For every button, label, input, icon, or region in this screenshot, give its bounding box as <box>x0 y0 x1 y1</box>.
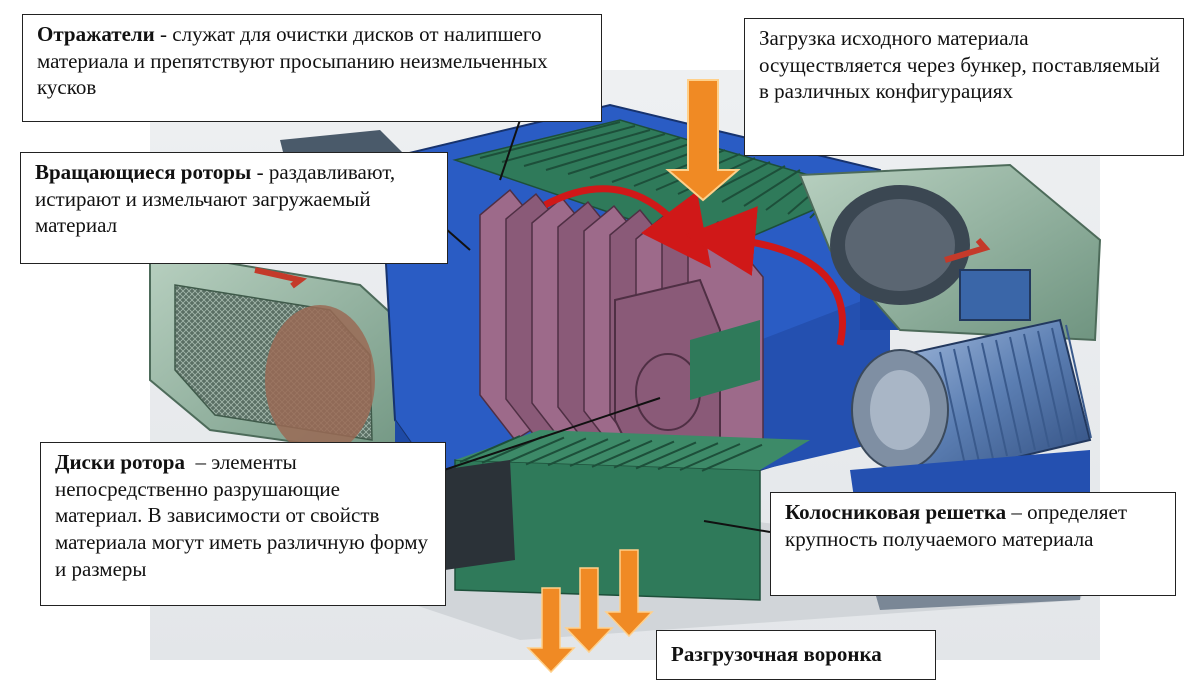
reflectors-text: - служат для очистки дисков от налипшего… <box>37 22 548 100</box>
reflectors-callout: Отражатели - служат для очистки дисков о… <box>22 14 602 122</box>
grate-title: Колосниковая решетка <box>785 500 1007 524</box>
grate-bars <box>454 430 810 601</box>
loading-callout: Загрузка исходного материала осуществляе… <box>744 18 1184 156</box>
loading-arrow-icon <box>665 79 741 202</box>
discs-title: Диски ротора <box>55 450 185 474</box>
rotor-discs <box>479 188 764 473</box>
left-belt-guard <box>149 248 427 462</box>
unloading-arrows <box>526 549 654 674</box>
discs-text: – элементы непосредственно разрушающие м… <box>55 450 434 581</box>
reflectors-title: Отражатели <box>37 22 155 46</box>
loading-text: Загрузка исходного материала осуществляе… <box>759 26 1161 104</box>
rotors-callout: Вращающиеся роторы - раздавливают, истир… <box>20 152 448 264</box>
rotors-title: Вращающиеся роторы <box>35 160 252 184</box>
discs-callout: Диски ротора – элементы непосредственно … <box>40 442 446 606</box>
electric-motor <box>851 269 1092 482</box>
unloading-callout: Разгрузочная воронка <box>656 630 936 680</box>
grate-callout: Колосниковая решетка – определяет крупно… <box>770 492 1176 596</box>
unloading-title: Разгрузочная воронка <box>671 642 882 666</box>
right-belt-guard <box>798 163 1102 342</box>
grate-text: – определяет крупность получаемого матер… <box>785 500 1128 551</box>
rotors-text: - раздавливают, истирают и измельчают за… <box>35 160 396 238</box>
rotation-arrows <box>543 185 846 346</box>
